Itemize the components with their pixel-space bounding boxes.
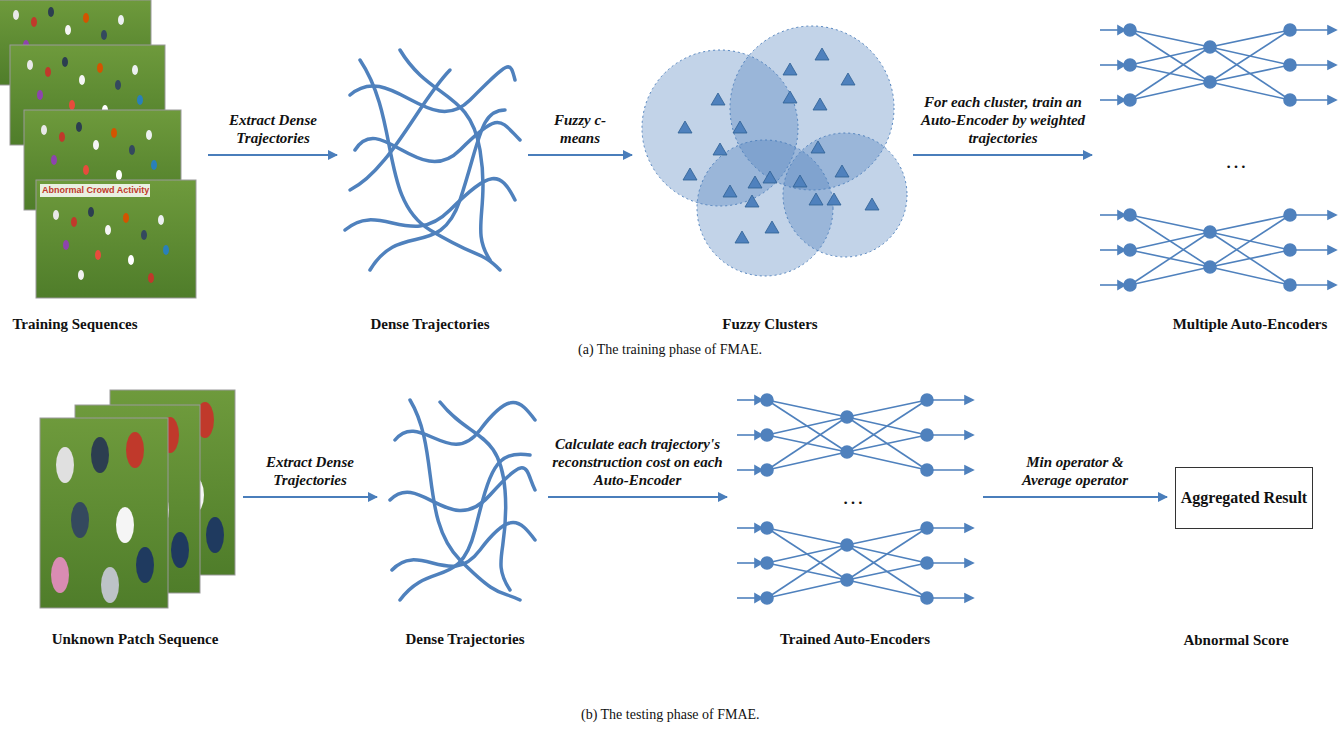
flow-arrow [528,154,632,156]
node-caption: Multiple Auto-Encoders [1173,316,1328,333]
edge-label: Extract Dense Trajectories [223,111,323,147]
edge-label: Min operator & Average operator [1000,453,1150,489]
patch-frames [40,390,235,608]
sub-caption: (b) The testing phase of FMAE. [581,707,760,723]
edge-label: Fuzzy c-means [535,111,625,147]
fuzzy-clusters [642,26,907,276]
node-caption: Abnormal Score [1183,632,1288,649]
illustration-node: Dense Trajectories [345,45,520,275]
box-text: Aggregated Result [1181,488,1307,507]
result-box: Aggregated ResultAbnormal Score [1175,467,1313,529]
ellipsis: … [1225,148,1247,174]
node-caption: Training Sequences [12,316,137,333]
overlay-text: Abnormal Crowd Activity [42,185,149,195]
flow-arrow [243,496,377,498]
flow-arrow [208,154,337,156]
flow-arrow [548,496,727,498]
illustration-node: Unknown Patch Sequence [40,388,235,610]
illustration-node: Multiple Auto-Encoders [1100,20,1340,300]
illustration-node: Fuzzy Clusters [640,35,905,280]
trajectories [390,400,535,600]
ellipsis: … [842,484,864,510]
node-caption: Dense Trajectories [371,316,490,333]
auto-encoders [737,394,973,604]
node-caption: Dense Trajectories [406,631,525,648]
auto-encoders [1100,24,1336,291]
flow-arrow [983,496,1167,498]
node-caption: Fuzzy Clusters [722,316,817,333]
training-frames [0,0,196,298]
illustration-node: Dense Trajectories [385,395,540,607]
edge-label: Extract Dense Trajectories [260,453,360,489]
flow-arrow [913,154,1092,156]
node-caption: Trained Auto-Encoders [780,631,930,648]
edge-label: Calculate each trajectory's reconstructi… [538,435,737,489]
illustration-node: Training Sequences [0,0,200,300]
sub-caption: (a) The training phase of FMAE. [578,342,762,358]
trajectories [345,50,520,270]
node-caption: Unknown Patch Sequence [52,631,219,648]
edge-label: For each cluster, train an Auto-Encoder … [908,93,1098,147]
